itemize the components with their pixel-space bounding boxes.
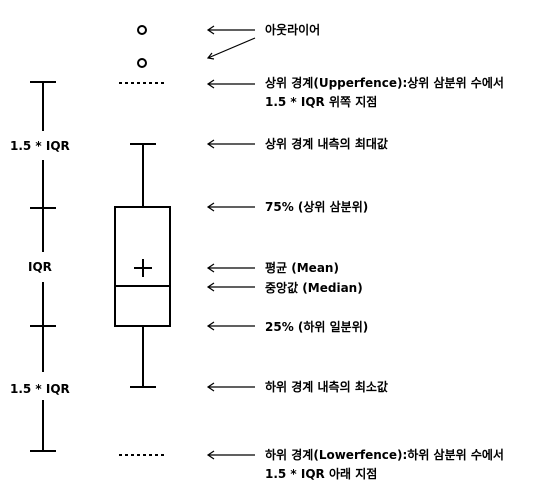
arrow-lower-fence	[206, 450, 255, 460]
scale-label-lower: 1.5 * IQR	[10, 382, 70, 396]
label-upper-fence-2: 1.5 * IQR 위쪽 지점	[265, 95, 378, 109]
arrow-min	[206, 382, 255, 392]
outlier-point	[137, 25, 147, 35]
outlier-point	[137, 58, 147, 68]
label-mean: 평균 (Mean)	[265, 261, 339, 275]
label-q3: 75% (상위 삼분위)	[265, 200, 369, 214]
arrow-outlier-2	[206, 37, 256, 60]
arrow-q1	[206, 321, 255, 331]
label-q1: 25% (하위 일분위)	[265, 320, 369, 334]
label-min: 하위 경계 내측의 최소값	[265, 380, 388, 394]
label-max: 상위 경계 내측의 최대값	[265, 137, 388, 151]
iqr-scale	[30, 81, 56, 452]
arrow-q3	[206, 202, 255, 212]
label-lower-fence-2: 1.5 * IQR 아래 지점	[265, 467, 378, 481]
arrow-mean	[206, 263, 255, 273]
arrow-outlier-1	[206, 25, 255, 35]
arrow-median	[206, 282, 255, 292]
scale-label-iqr: IQR	[28, 260, 52, 274]
arrow-max	[206, 139, 255, 149]
scale-label-upper: 1.5 * IQR	[10, 139, 70, 153]
label-upper-fence-1: 상위 경계(Upperfence):상위 삼분위 수에서	[265, 76, 504, 90]
arrow-upper-fence	[206, 79, 255, 89]
label-outlier: 아웃라이어	[265, 23, 321, 37]
label-lower-fence-1: 하위 경계(Lowerfence):하위 삼분위 수에서	[265, 448, 504, 462]
label-median: 중앙값 (Median)	[265, 281, 363, 295]
